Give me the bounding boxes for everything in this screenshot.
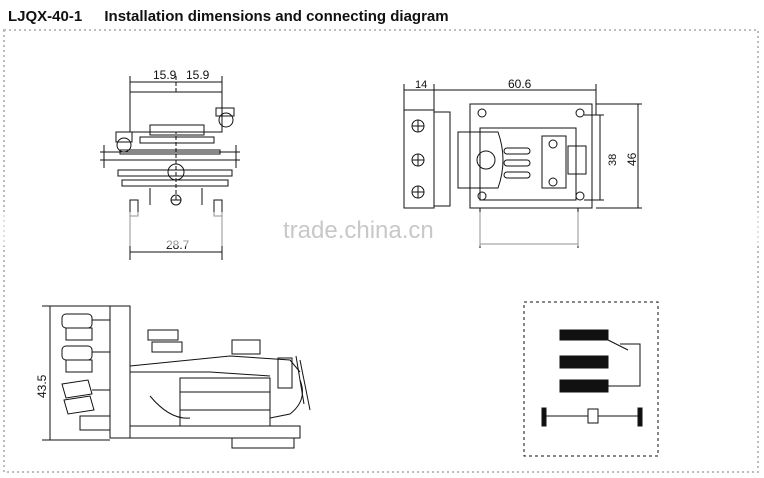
switch-contact [607, 339, 629, 351]
watermark-band [0, 212, 764, 246]
terminal-bar-2 [559, 355, 609, 369]
dim-top-right-outer: 46 [625, 152, 639, 166]
dim-top-right-width: 60.6 [508, 77, 532, 91]
side-view [42, 305, 311, 449]
watermark-text: trade.china.cn [283, 217, 434, 244]
coil-symbol [587, 408, 599, 424]
title-text: Installation dimensions and connecting d… [104, 8, 449, 25]
connecting-diagram [523, 301, 659, 457]
model-number: LJQX-40-1 [8, 8, 83, 25]
dim-top-left-b: 15.9 [186, 68, 210, 82]
outer-border [3, 29, 759, 473]
top-left-view [100, 76, 240, 260]
dim-top-left-a: 15.9 [153, 68, 177, 82]
dim-top-right-a: 14 [415, 79, 427, 91]
connecting-diagram-frame [523, 301, 659, 457]
diagram-title: LJQX-40-1 Installation dimensions and co… [8, 8, 449, 25]
terminal-bar-1 [559, 329, 609, 341]
dim-side-height: 43.5 [35, 374, 49, 398]
terminal-bar-3 [559, 379, 609, 393]
dim-top-right-inner: 38 [607, 154, 619, 166]
